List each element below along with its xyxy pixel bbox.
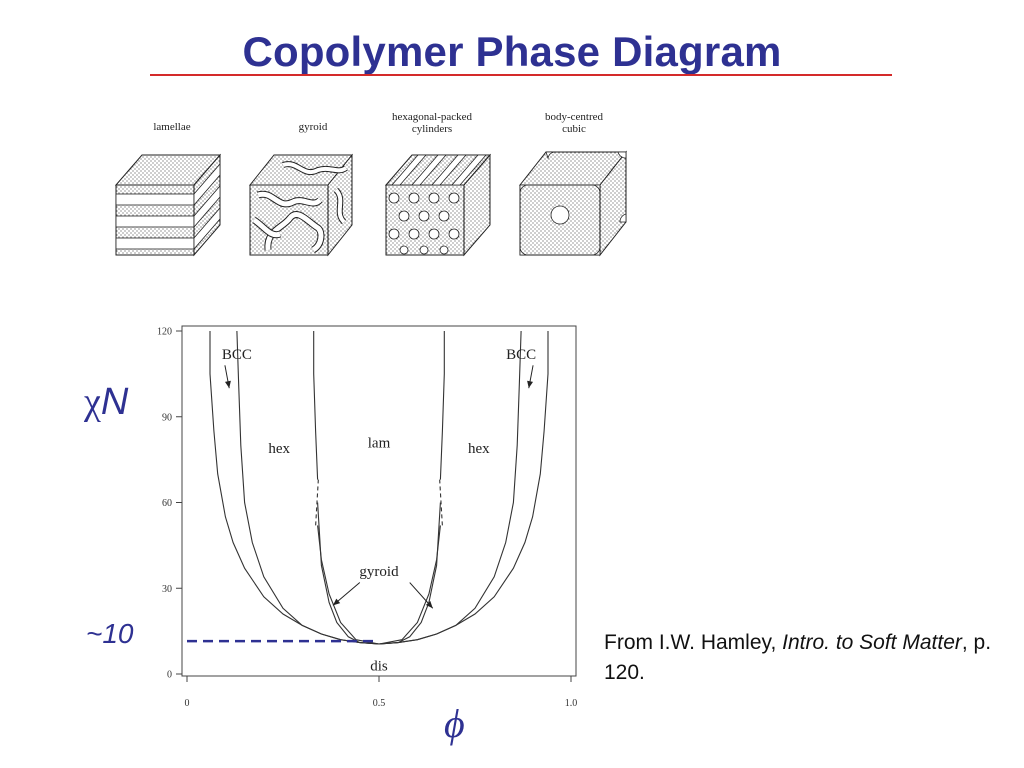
gyroid-cube: gyroid	[248, 121, 354, 257]
gyroid-label: gyroid	[299, 121, 328, 133]
dashed-boundary	[315, 479, 319, 526]
region-label-dis: dis	[370, 658, 388, 674]
gyroid-right-arrow-head	[425, 601, 433, 609]
phase-boundary-line	[439, 331, 445, 480]
phase-boundary-line	[236, 330, 380, 645]
lamellae-cube: lamellae	[114, 121, 222, 257]
chi-symbol: χ	[84, 381, 101, 423]
region-label-hex: hex	[268, 441, 290, 457]
lamellae-label: lamellae	[153, 121, 190, 133]
phase-boundary-curves	[209, 330, 549, 645]
phase-boundary-line	[209, 331, 380, 645]
n-symbol: N	[100, 381, 129, 423]
citation-book: Intro. to Soft Matter	[782, 631, 962, 654]
region-label-lam: lam	[368, 435, 391, 451]
citation-suffix: , p. 120.	[604, 631, 992, 684]
phase-boundary-line	[317, 502, 380, 645]
bcc-left-arrow-head	[224, 380, 231, 389]
y-axis: 0 30 60 90 120	[157, 327, 182, 681]
y-axis-label: χN	[84, 380, 128, 424]
hexagonal-cylinders-cube: hexagonal-packed cylinders	[384, 111, 492, 257]
phase-boundary-line	[378, 330, 522, 645]
phase-boundary-line	[378, 331, 549, 645]
plot-frame	[181, 325, 577, 677]
approx-ten-label: ~10	[86, 618, 134, 649]
x-axis: 0 0.5 1.0	[185, 676, 578, 709]
bcc-cube: body-centred cubic	[518, 111, 628, 257]
hexagonal-label: hexagonal-packed	[392, 111, 473, 123]
region-label-bcc: BCC	[222, 347, 252, 363]
bcc-right-arrow-head	[527, 380, 534, 389]
gyroid-left-arrow-head	[332, 598, 341, 606]
cubic-label: cubic	[562, 123, 586, 135]
phase-region-labels: BCC hex lam hex BCC gyroid dis	[222, 347, 536, 675]
x-tick-label: 0.5	[373, 698, 386, 709]
y-tick-label: 120	[157, 327, 172, 338]
y-tick-label: 60	[162, 498, 172, 509]
title-underline	[150, 74, 892, 76]
citation: From I.W. Hamley, Intro. to Soft Matter,…	[604, 628, 1004, 688]
region-label-hex: hex	[468, 441, 490, 457]
region-label-bcc: BCC	[506, 347, 536, 363]
dashed-boundary	[439, 479, 443, 526]
x-tick-label: 1.0	[565, 698, 578, 709]
phase-boundary-line	[313, 331, 319, 480]
y-tick-label: 90	[162, 412, 172, 423]
phase-boundary-line	[317, 525, 380, 645]
y-tick-label: 30	[162, 584, 172, 595]
phase-boundary-line	[378, 525, 441, 645]
cylinders-label: cylinders	[412, 123, 452, 135]
x-axis-label: ϕ	[444, 701, 465, 746]
slide-title: Copolymer Phase Diagram	[242, 28, 782, 75]
phase-boundary-line	[378, 502, 441, 645]
x-tick-label: 0	[185, 698, 190, 709]
y-tick-label: 0	[167, 670, 172, 681]
body-centred-label: body-centred	[545, 111, 604, 123]
label-arrows	[224, 365, 534, 609]
region-label-gyroid: gyroid	[359, 564, 399, 580]
citation-prefix: From I.W. Hamley,	[604, 631, 783, 654]
morphology-illustrations: lamellae gyroid	[108, 110, 638, 270]
